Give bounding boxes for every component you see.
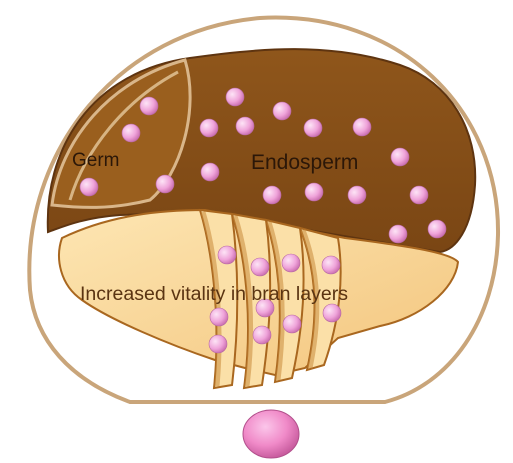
vitality-dot bbox=[200, 119, 218, 137]
vitality-dot bbox=[253, 326, 271, 344]
vitality-dot bbox=[80, 178, 98, 196]
vitality-dot bbox=[251, 258, 269, 276]
vitality-dot bbox=[226, 88, 244, 106]
vitality-dot bbox=[263, 186, 281, 204]
vitality-dot bbox=[391, 148, 409, 166]
vitality-dot bbox=[348, 186, 366, 204]
vitality-dot bbox=[410, 186, 428, 204]
vitality-dot bbox=[282, 254, 300, 272]
vitality-dot bbox=[273, 102, 291, 120]
vitality-dot bbox=[323, 304, 341, 322]
vitality-dot bbox=[305, 183, 323, 201]
vitality-dot bbox=[209, 335, 227, 353]
vitality-dot bbox=[140, 97, 158, 115]
vitality-dot bbox=[210, 308, 228, 326]
vitality-dot bbox=[428, 220, 446, 238]
vitality-dot bbox=[304, 119, 322, 137]
vitality-dot bbox=[389, 225, 407, 243]
vitality-dot bbox=[283, 315, 301, 333]
vitality-dot bbox=[122, 124, 140, 142]
vitality-dot bbox=[201, 163, 219, 181]
label-bran-layers: Increased vitality in bran layers bbox=[80, 284, 348, 305]
vitality-dot bbox=[322, 256, 340, 274]
label-endosperm: Endosperm bbox=[251, 151, 358, 174]
legend-dot bbox=[243, 410, 299, 458]
vitality-dot bbox=[236, 117, 254, 135]
vitality-dot bbox=[218, 246, 236, 264]
vitality-dot bbox=[353, 118, 371, 136]
label-germ: Germ bbox=[72, 150, 120, 171]
vitality-dot bbox=[156, 175, 174, 193]
